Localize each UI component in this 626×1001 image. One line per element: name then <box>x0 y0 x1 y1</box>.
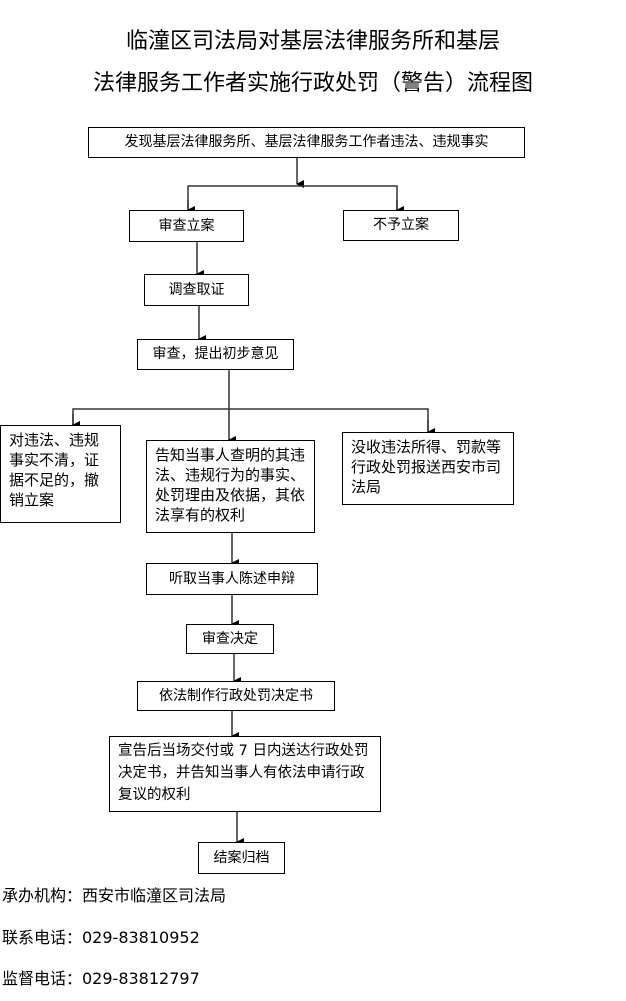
node-no-case: 不予立案 <box>343 210 459 241</box>
node-hearing: 听取当事人陈述申辩 <box>146 563 318 595</box>
title-line-2: 法律服务工作者实施行政处罚（警告）流程图 <box>92 71 533 96</box>
footer-agency: 承办机构：西安市临潼区司法局 <box>2 886 227 905</box>
node-notify: 告知当事人查明的其违法、违规行为的事实、处罚理由及依据，其依法享有的权利 <box>146 440 315 533</box>
node-review-opinion: 审查，提出初步意见 <box>137 339 294 370</box>
node-decide: 审查决定 <box>186 624 274 654</box>
split-line-1 <box>187 185 398 210</box>
node-archive: 结案归档 <box>198 842 285 874</box>
node-discover: 发现基层法律服务所、基层法律服务工作者违法、违规事实 <box>88 127 525 158</box>
node-revoke: 对违法、违规事实不清，证据不足的，撤销立案 <box>0 425 121 523</box>
node-investigate: 调查取证 <box>144 274 249 306</box>
title-line-1: 临潼区司法局对基层法律服务所和基层 <box>125 29 500 54</box>
node-confiscate: 没收违法所得、罚款等行政处罚报送西安市司法局 <box>342 432 514 505</box>
footer-contact-phone: 联系电话：029-83810952 <box>2 928 200 947</box>
footer-supervise-phone: 监督电话：029-83812797 <box>2 969 200 988</box>
node-make-decision: 依法制作行政处罚决定书 <box>137 681 335 711</box>
split-line-2 <box>72 408 429 432</box>
node-deliver: 宣告后当场交付或 7 日内送达行政处罚决定书，并告知当事人有依法申请行政复议的权… <box>109 736 381 812</box>
node-file-case: 审查立案 <box>129 210 244 242</box>
